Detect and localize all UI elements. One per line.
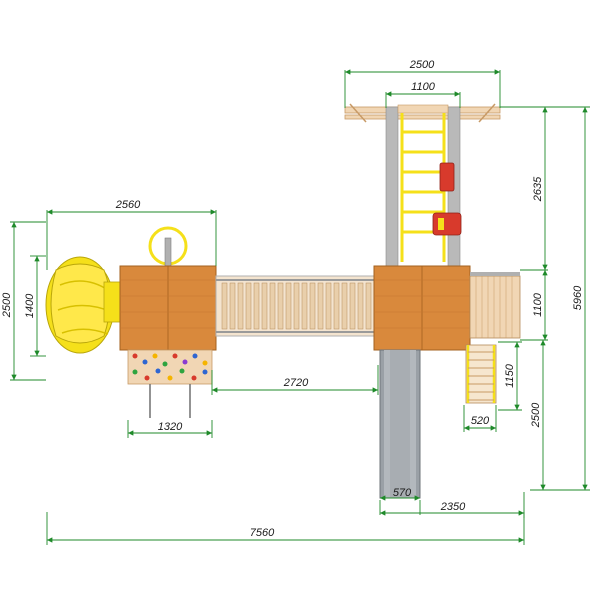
dim-right-lower-height: 2500 — [530, 402, 542, 428]
bridge-plank — [293, 282, 300, 330]
dim-slide-offset: 2350 — [440, 501, 466, 513]
swing-seat-lower — [432, 212, 462, 236]
bridge-plank — [253, 282, 260, 330]
dim-top-width: 2500 — [409, 59, 435, 71]
bridge-plank — [349, 282, 356, 330]
rope-bridge — [215, 275, 375, 337]
bridge-plank — [245, 282, 252, 330]
bridge-plank — [285, 282, 292, 330]
dim-stairs-width: 520 — [471, 415, 490, 427]
bridge-plank — [333, 282, 340, 330]
dim-stairs-height: 1150 — [504, 363, 516, 388]
dim-right-box-height: 1100 — [532, 292, 544, 317]
dim-slide-width: 570 — [393, 487, 412, 499]
dim-ladder-height: 2635 — [532, 176, 544, 202]
dim-top-inner-width: 1100 — [411, 81, 436, 93]
bridge-plank — [341, 282, 348, 330]
bridge-plank — [229, 282, 236, 330]
bridge-plank — [301, 282, 308, 330]
dim-climbing-wall-width: 1320 — [158, 421, 183, 433]
climbing-wall — [127, 349, 213, 418]
swing-seat-upper — [439, 162, 455, 192]
bridge-plank — [277, 282, 284, 330]
steering-wheel — [148, 226, 188, 269]
bridge-plank — [357, 282, 364, 330]
dim-left-width: 2560 — [115, 199, 141, 211]
bridge-plank — [365, 282, 372, 330]
bridge-plank — [317, 282, 324, 330]
bridge-plank — [325, 282, 332, 330]
monkey-bars-ladder — [400, 113, 446, 262]
dim-left-height: 2500 — [1, 292, 13, 318]
dim-bridge-length: 2720 — [283, 377, 309, 389]
bridge-plank — [309, 282, 316, 330]
dim-tube-height: 1400 — [24, 293, 36, 318]
bridge-plank — [269, 282, 276, 330]
dimension-lines — [10, 69, 590, 545]
bridge-plank — [221, 282, 228, 330]
stairs — [465, 344, 497, 404]
tube-slide — [45, 256, 123, 354]
straight-slide — [379, 349, 421, 499]
bridge-plank — [237, 282, 244, 330]
dim-total-height: 5960 — [572, 285, 584, 310]
bridge-plank — [261, 282, 268, 330]
right-tower-roof — [373, 265, 471, 351]
dim-total-width: 7560 — [250, 527, 275, 539]
left-tower-roof — [119, 265, 217, 351]
dimension-labels: 2500 1100 2560 2635 5960 2500 1400 1100 … — [1, 59, 584, 539]
side-deck — [469, 272, 521, 339]
